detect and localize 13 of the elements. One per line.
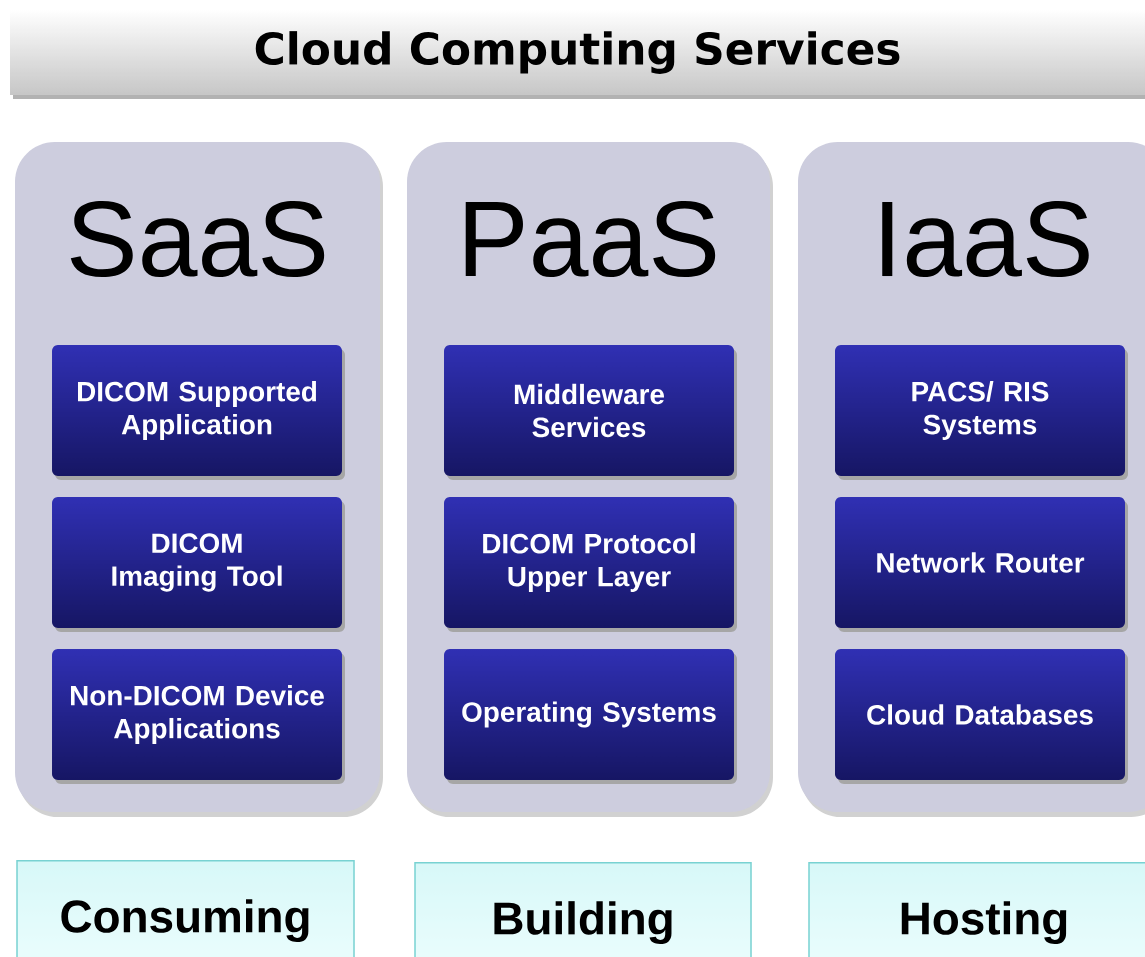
service-box: Network Router: [835, 497, 1128, 632]
label-box: Hosting: [808, 862, 1145, 957]
service-box: DICOM Imaging Tool: [52, 497, 345, 632]
service-box: Non-DICOM Device Applications: [52, 649, 345, 784]
service-box: Middleware Services: [444, 345, 737, 480]
service-box: DICOM Supported Application: [52, 345, 345, 480]
service-box: DICOM Protocol Upper Layer: [444, 497, 737, 632]
title-band: Cloud Computing Services: [10, 10, 1145, 99]
service-box: Cloud Databases: [835, 649, 1128, 784]
service-box: PACS/ RIS Systems: [835, 345, 1128, 480]
label-box: Consuming: [16, 860, 355, 957]
label-box: Building: [414, 862, 752, 957]
service-box: Operating Systems: [444, 649, 737, 784]
